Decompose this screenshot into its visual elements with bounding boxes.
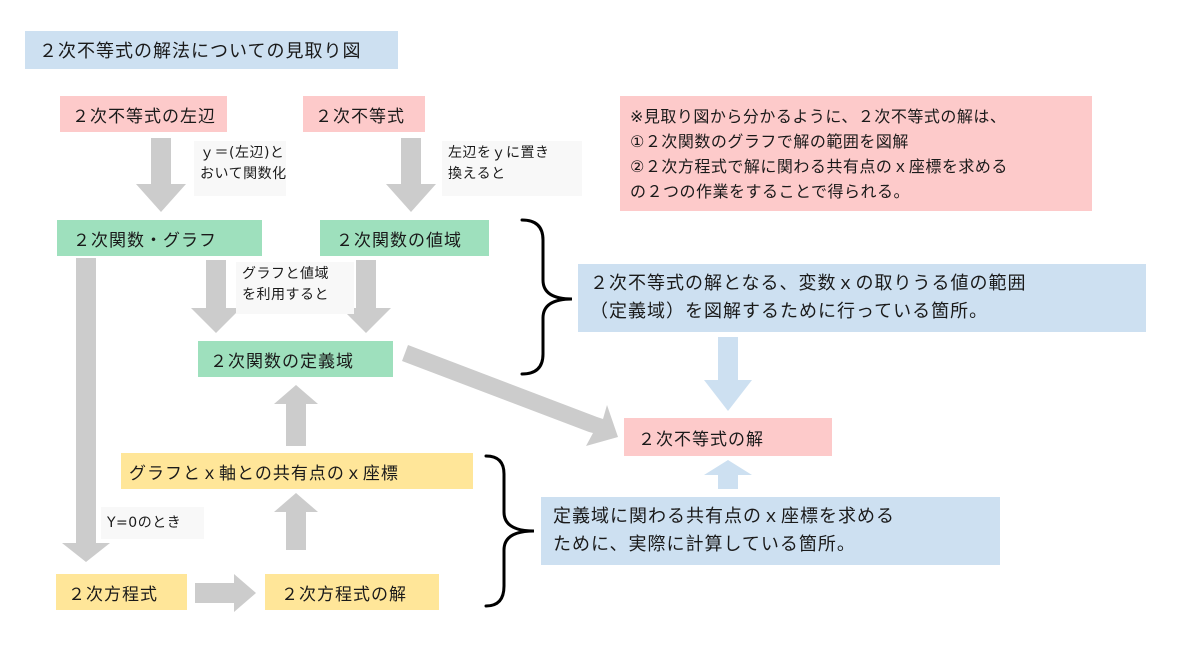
- node-inequality: ２次不等式: [303, 96, 425, 132]
- arrow-diagonal-domain-to-solution: [402, 345, 618, 446]
- arrow-down-inequality-to-range: [386, 138, 436, 212]
- lower-brace: [484, 454, 535, 608]
- page-title-text: ２次不等式の解法についての見取り図: [39, 41, 362, 62]
- node-inequality-left-side: ２次不等式の左辺: [60, 96, 227, 132]
- summary-line: ※見取り図から分かるように、２次不等式の解は、: [630, 106, 1007, 126]
- edge-label-line: ｙ＝(左辺)と: [200, 145, 285, 161]
- node-quadratic-function-domain: ２次関数の定義域: [198, 341, 393, 377]
- summary-line: ②２次方程式で解に関わる共有点のｘ座標を求める: [630, 156, 1008, 176]
- lower-bracket-note: 定義域に関わる共有点のｘ座標を求める ために、実際に計算している箇所。: [541, 497, 1000, 565]
- node-label: ２次関数・グラフ: [73, 230, 217, 251]
- node-label: グラフとｘ軸との共有点のｘ座標: [129, 463, 399, 484]
- arrow-up-intersection-to-domain: [274, 385, 318, 446]
- edge-label-define-function: ｙ＝(左辺)と おいて関数化: [194, 141, 286, 196]
- note-line: （定義域）を図解するために行っている箇所。: [590, 301, 989, 322]
- node-label: ２次不等式の左辺: [72, 106, 216, 127]
- edge-label-replace-left-side: 左辺をｙに置き 換えると: [442, 141, 582, 196]
- node-quadratic-equation: ２次方程式: [56, 574, 187, 610]
- edge-label-line: を利用すると: [242, 287, 329, 303]
- note-line: ２次不等式の解となる、変数ｘの取りうる値の範囲: [590, 273, 1027, 294]
- edge-label-line: グラフと値域: [242, 266, 329, 282]
- node-quadratic-function-graph: ２次関数・グラフ: [57, 220, 262, 256]
- upper-bracket-note: ２次不等式の解となる、変数ｘの取りうる値の範囲 （定義域）を図解するために行って…: [578, 264, 1146, 332]
- summary-note: ※見取り図から分かるように、２次不等式の解は、 ①２次関数のグラフで解の範囲を図…: [620, 96, 1092, 211]
- arrow-up-solution-to-intersection: [274, 493, 318, 550]
- edge-label-when-y-zero: Y=0のとき: [101, 507, 204, 539]
- node-label: ２次関数の定義域: [210, 351, 354, 372]
- edge-label-line: 左辺をｙに置き: [448, 145, 550, 161]
- arrow-down-graph-to-equation: [62, 258, 110, 562]
- node-quadratic-equation-solution: ２次方程式の解: [265, 574, 439, 610]
- node-graph-x-axis-intersection: グラフとｘ軸との共有点のｘ座標: [121, 453, 473, 489]
- node-inequality-solution: ２次不等式の解: [624, 418, 832, 456]
- arrow-down-note-to-solution: [704, 337, 752, 411]
- page-title: ２次不等式の解法についての見取り図: [25, 31, 398, 69]
- edge-label-line: 換えると: [448, 166, 506, 182]
- note-line: ために、実際に計算している箇所。: [553, 534, 856, 555]
- arrow-down-left-side-to-graph: [136, 138, 186, 212]
- upper-brace: [520, 218, 573, 376]
- node-label: ２次不等式: [315, 106, 405, 127]
- edge-label-line: Y=0のとき: [107, 514, 182, 531]
- node-label: ２次不等式の解: [638, 429, 764, 450]
- node-label: ２次関数の値域: [336, 230, 462, 251]
- node-quadratic-function-range: ２次関数の値域: [320, 220, 489, 256]
- node-label: ２次方程式の解: [281, 584, 407, 605]
- arrow-up-note-to-solution: [704, 460, 752, 489]
- edge-label-use-graph-and-range: グラフと値域 を利用すると: [236, 262, 354, 314]
- summary-line: の２つの作業をすることで得られる。: [630, 181, 911, 201]
- edge-label-line: おいて関数化: [200, 166, 287, 182]
- arrow-down-range-to-domain: [341, 260, 391, 333]
- summary-line: ①２次関数のグラフで解の範囲を図解: [630, 131, 909, 151]
- arrow-right-equation-to-solution: [195, 574, 256, 612]
- node-label: ２次方程式: [68, 584, 158, 605]
- note-line: 定義域に関わる共有点のｘ座標を求める: [553, 506, 895, 527]
- arrow-down-graph-to-domain: [191, 260, 241, 333]
